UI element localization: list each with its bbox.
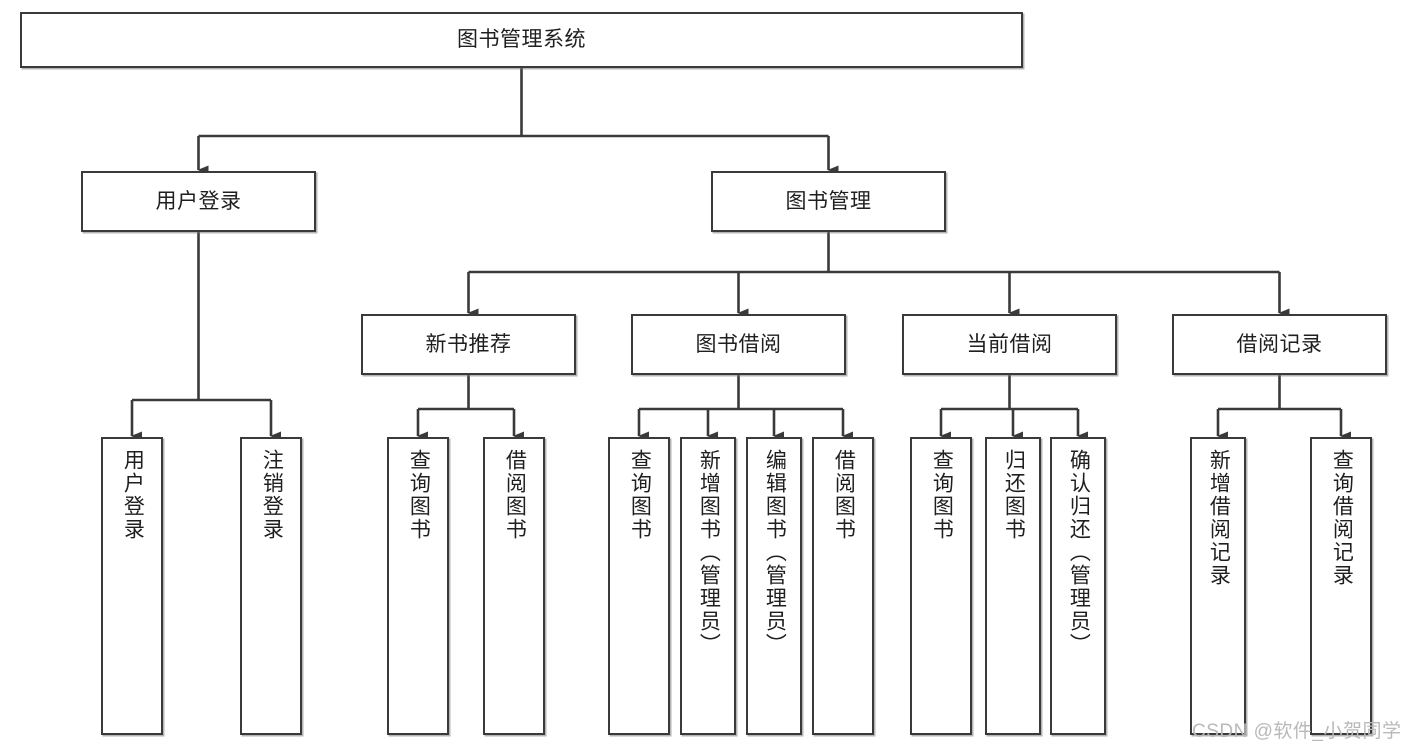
node-label: 用户登录 <box>121 449 145 541</box>
node-label: 查询图书 <box>930 449 954 541</box>
node-label: 图书借阅 <box>695 332 782 356</box>
node-leaf-query-book-3[interactable]: 查询图书 <box>910 437 972 735</box>
node-label: 借阅记录 <box>1236 332 1323 356</box>
node-user-login[interactable]: 用户登录 <box>81 171 316 232</box>
node-label: 借阅图书 <box>503 449 527 541</box>
node-label: 新增图书（管理员） <box>697 449 721 656</box>
node-label: 新增借阅记录 <box>1207 449 1231 587</box>
node-label: 借阅图书 <box>832 449 856 541</box>
node-label: 确认归还（管理员） <box>1067 449 1091 656</box>
node-leaf-query-book-2[interactable]: 查询图书 <box>608 437 670 735</box>
node-new-book-rec[interactable]: 新书推荐 <box>361 314 576 375</box>
node-leaf-return-book[interactable]: 归还图书 <box>985 437 1041 735</box>
node-label: 注销登录 <box>260 449 284 541</box>
node-borrow-record[interactable]: 借阅记录 <box>1172 314 1387 375</box>
node-label: 图书管理系统 <box>457 28 586 52</box>
node-leaf-user-logout[interactable]: 注销登录 <box>240 437 302 735</box>
node-book-borrow[interactable]: 图书借阅 <box>631 314 846 375</box>
watermark-credit: CSDN @软件_小贺同学 <box>1192 721 1402 742</box>
node-label: 查询图书 <box>407 449 431 541</box>
node-current-borrow[interactable]: 当前借阅 <box>902 314 1117 375</box>
node-leaf-user-login[interactable]: 用户登录 <box>101 437 163 735</box>
node-leaf-borrow-book-2[interactable]: 借阅图书 <box>812 437 874 735</box>
node-leaf-query-book-1[interactable]: 查询图书 <box>387 437 449 735</box>
node-leaf-add-book[interactable]: 新增图书（管理员） <box>680 437 736 735</box>
node-book-manage[interactable]: 图书管理 <box>711 171 946 232</box>
node-leaf-query-record[interactable]: 查询借阅记录 <box>1310 437 1372 735</box>
node-label: 查询图书 <box>628 449 652 541</box>
node-leaf-edit-book[interactable]: 编辑图书（管理员） <box>746 437 802 735</box>
node-label: 用户登录 <box>155 189 242 213</box>
node-label: 新书推荐 <box>425 332 512 356</box>
node-label: 当前借阅 <box>966 332 1053 356</box>
edge-paths <box>130 68 1351 441</box>
node-label: 编辑图书（管理员） <box>763 449 787 656</box>
node-leaf-add-record[interactable]: 新增借阅记录 <box>1190 437 1246 735</box>
node-label: 归还图书 <box>1002 449 1026 541</box>
node-leaf-borrow-book-1[interactable]: 借阅图书 <box>483 437 545 735</box>
node-label: 图书管理 <box>785 189 872 213</box>
node-root[interactable]: 图书管理系统 <box>20 12 1023 68</box>
node-label: 查询借阅记录 <box>1330 449 1354 587</box>
node-leaf-confirm-return[interactable]: 确认归还（管理员） <box>1050 437 1106 735</box>
